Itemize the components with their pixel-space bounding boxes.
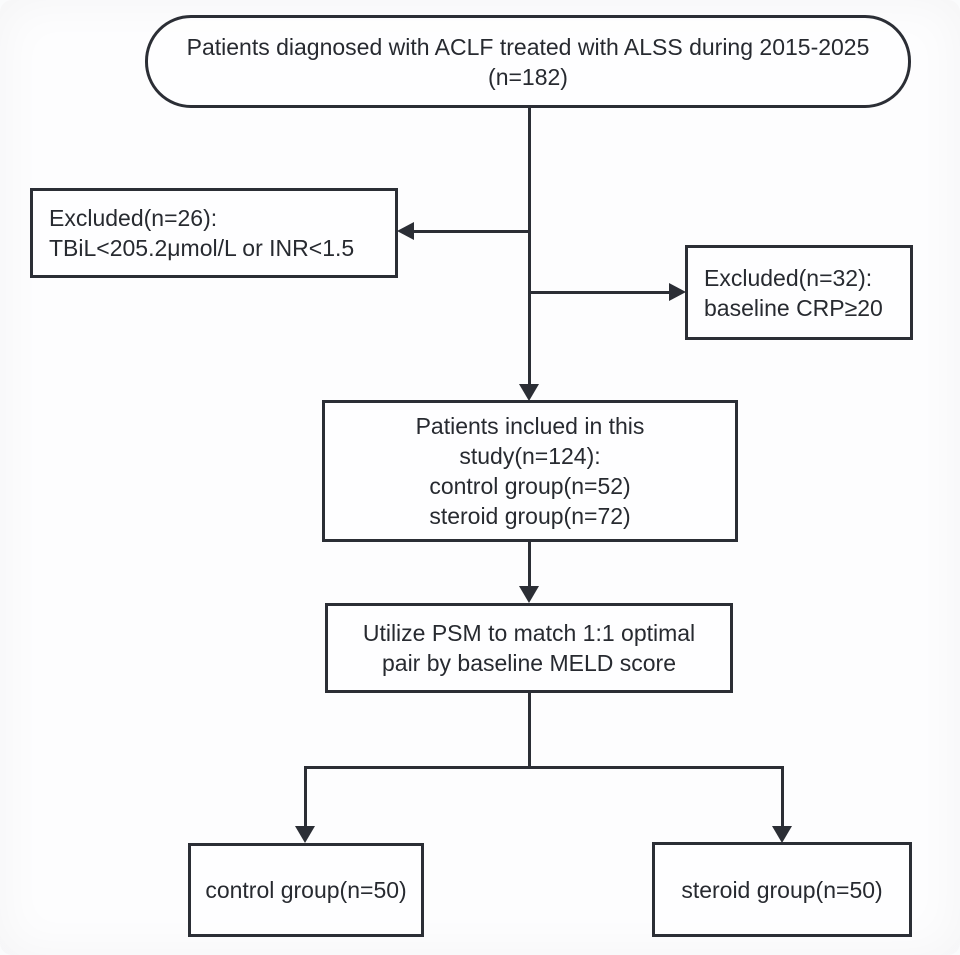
enrollment-box: Patients diagnosed with ACLF treated wit… [145,15,911,108]
enrollment-line-2: (n=182) [488,63,568,90]
steroid-group-label: steroid group(n=50) [681,876,883,903]
arrowhead-into-included [519,384,539,401]
excluded-right-box: Excluded(n=32): baseline CRP≥20 [685,245,913,340]
arrowhead-into-control [295,826,315,843]
psm-line-2: pair by baseline MELD score [381,650,677,676]
psm-line-1: Utilize PSM to match 1:1 optimal [362,620,696,646]
excluded-left-line-1: Excluded(n=26): [49,205,218,231]
enrollment-line-1: Patients diagnosed with ACLF treated wit… [186,33,870,60]
included-line-4: steroid group(n=72) [429,503,631,529]
included-box: Patients inclued in this study(n=124): c… [322,400,738,542]
included-line-3: control group(n=52) [429,473,631,499]
excluded-right-line-2: baseline CRP≥20 [704,294,883,321]
arrowhead-into-excluded-right [669,283,686,301]
arrowhead-into-psm [519,586,539,603]
arrowhead-into-excluded-left [397,222,414,240]
excluded-right-line-1: Excluded(n=32): [704,264,873,291]
connector-psm-stem [528,693,531,769]
arrowhead-into-steroid [772,826,792,843]
included-line-1: Patients inclued in this [415,413,645,439]
psm-box: Utilize PSM to match 1:1 optimal pair by… [325,603,733,693]
excluded-left-line-2: TBiL<205.2μmol/L or INR<1.5 [49,235,355,261]
connector-to-control [304,766,307,828]
connector-right-branch [530,291,671,294]
steroid-group-box: steroid group(n=50) [652,842,912,937]
connector-included-to-psm [528,542,531,588]
excluded-left-box: Excluded(n=26): TBiL<205.2μmol/L or INR<… [30,188,398,278]
control-group-box: control group(n=50) [188,843,424,937]
control-group-label: control group(n=50) [205,877,407,903]
connector-to-steroid [781,766,784,828]
included-line-2: study(n=124): [459,443,601,469]
connector-main-vertical [528,107,531,389]
connector-left-branch [412,230,530,233]
connector-split-horizontal [304,766,784,769]
